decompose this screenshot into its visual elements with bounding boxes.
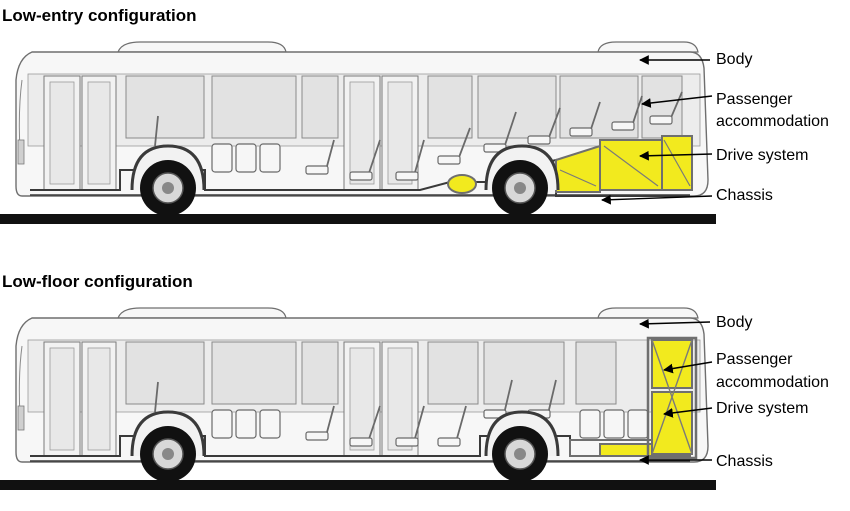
road [0, 214, 716, 224]
label-passenger-line2: accommodation [716, 113, 829, 130]
label-chassis: Chassis [716, 453, 773, 470]
road [0, 480, 716, 490]
label-body: Body [716, 51, 752, 68]
label-passenger-line1: Passenger [716, 351, 793, 368]
bus-low-entry [0, 41, 716, 224]
title-low-entry: Low-entry configuration [2, 6, 197, 25]
wheel [484, 144, 560, 216]
title-low-floor: Low-floor configuration [2, 272, 193, 291]
label-drive-system: Drive system [716, 147, 808, 164]
wheel [130, 144, 206, 216]
label-passenger-line1: Passenger [716, 91, 793, 108]
label-drive-system: Drive system [716, 400, 808, 417]
bus-low-floor [0, 307, 716, 490]
wheel [484, 410, 560, 482]
drive-system-low-entry [447, 135, 693, 194]
wheel [130, 410, 206, 482]
label-passenger-line2: accommodation [716, 374, 829, 391]
label-chassis: Chassis [716, 187, 773, 204]
label-body: Body [716, 314, 752, 331]
